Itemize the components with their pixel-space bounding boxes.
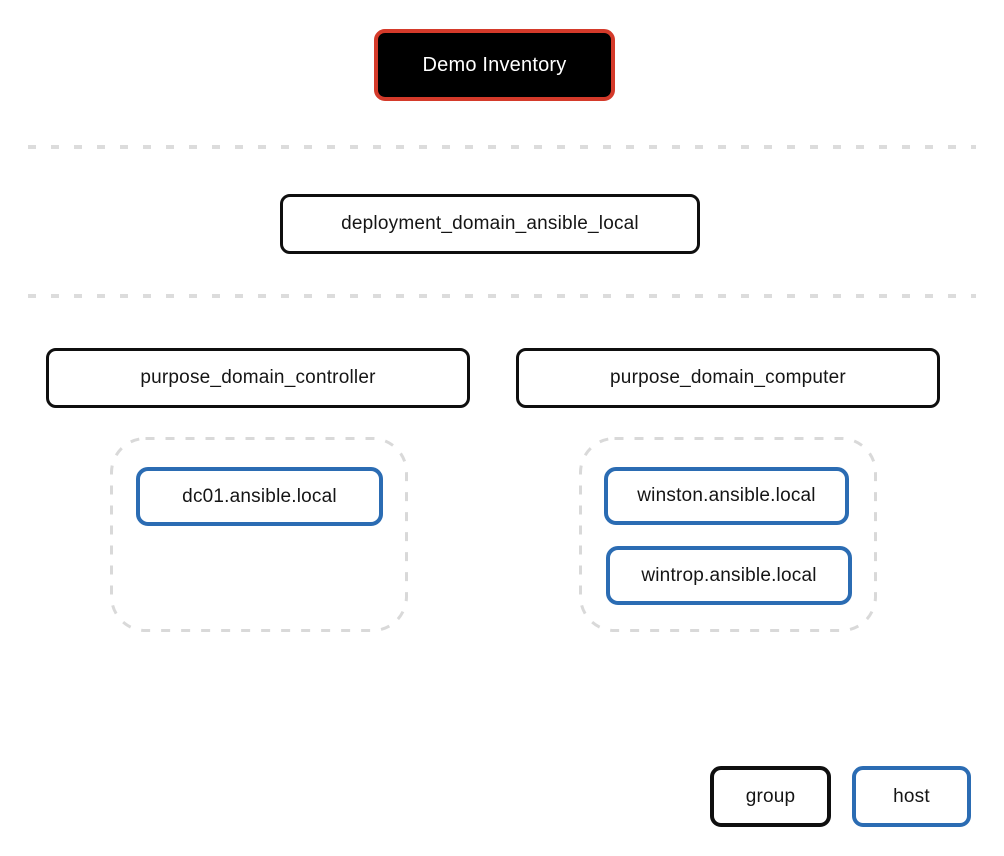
inventory-root-label: Demo Inventory <box>422 53 567 76</box>
host-node-dc01: dc01.ansible.local <box>136 467 383 526</box>
host-cluster-controller <box>110 437 408 632</box>
dashed-cluster-outline <box>579 437 877 632</box>
host-node-wintrop: wintrop.ansible.local <box>606 546 852 605</box>
host-node-winston: winston.ansible.local <box>604 467 849 525</box>
group-node-purpose-domain-controller: purpose_domain_controller <box>46 348 470 408</box>
level-separator-1 <box>28 145 976 149</box>
legend-group-label: group <box>745 785 796 807</box>
legend-host-item: host <box>852 766 971 827</box>
legend-group-item: group <box>710 766 831 827</box>
host-node-label: wintrop.ansible.local <box>641 564 817 586</box>
dashed-cluster-outline <box>110 437 408 632</box>
host-node-label: winston.ansible.local <box>637 485 816 506</box>
group-node-deployment-domain: deployment_domain_ansible_local <box>280 194 700 254</box>
group-node-label: purpose_domain_computer <box>610 367 846 388</box>
host-node-label: dc01.ansible.local <box>182 485 337 507</box>
level-separator-2 <box>28 294 976 298</box>
host-cluster-computer <box>579 437 877 632</box>
group-node-label: deployment_domain_ansible_local <box>341 213 639 234</box>
group-node-purpose-domain-computer: purpose_domain_computer <box>516 348 940 408</box>
legend-host-label: host <box>893 785 930 807</box>
group-node-label: purpose_domain_controller <box>140 367 376 388</box>
inventory-root-node: Demo Inventory <box>374 29 615 101</box>
